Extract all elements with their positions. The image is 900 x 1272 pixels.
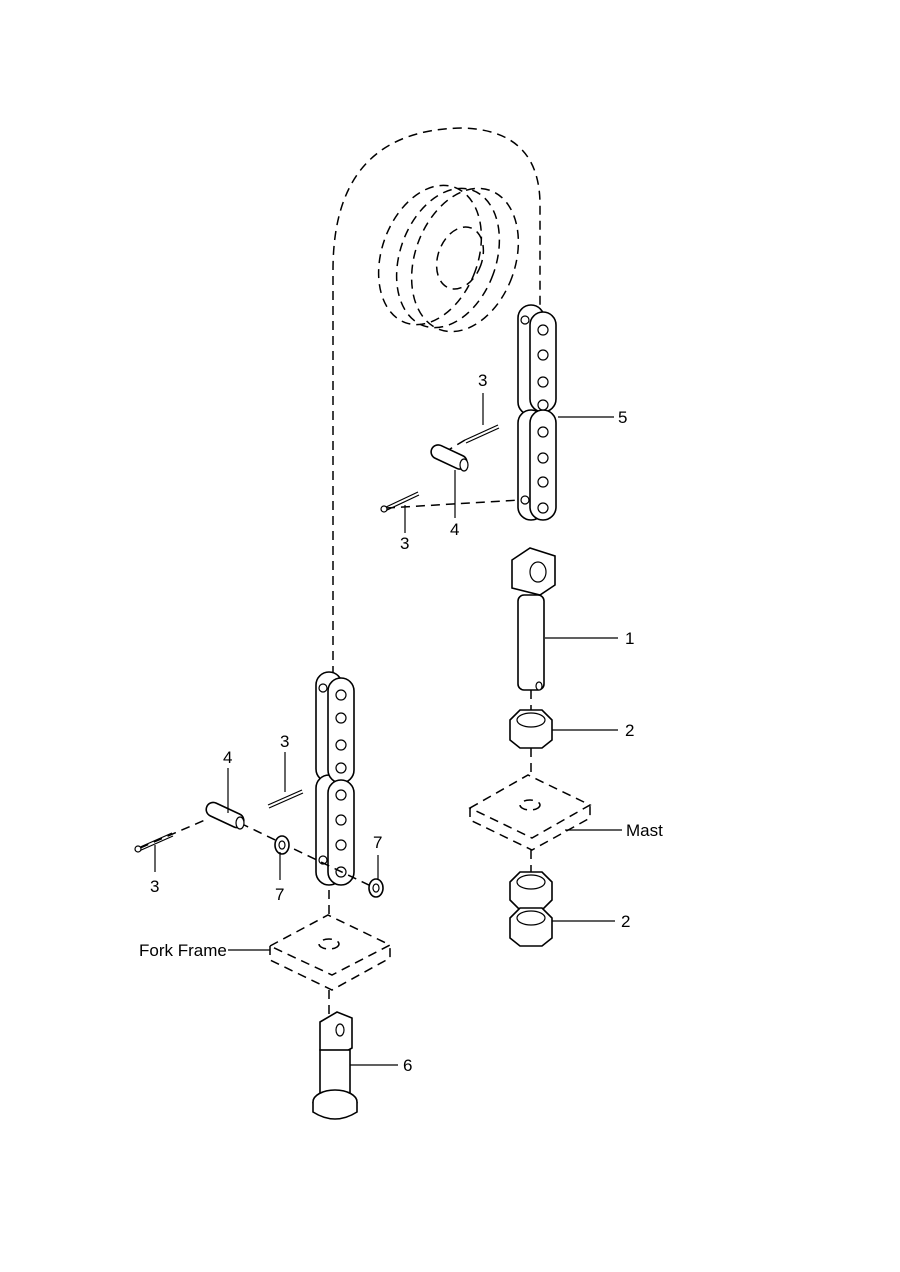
callout-4-upper: 4 <box>450 520 459 539</box>
fork-frame-label: Fork Frame <box>139 941 227 960</box>
nut-upper <box>509 709 553 749</box>
callout-2-upper: 2 <box>625 721 634 740</box>
chain-routing-path <box>332 127 541 690</box>
callout-7-right: 7 <box>373 833 382 852</box>
callout-3-lower-bottom: 3 <box>150 877 159 896</box>
callout-3-upper-bottom: 3 <box>400 534 409 553</box>
callout-5: 5 <box>618 408 627 427</box>
upper-chain <box>517 304 557 521</box>
nut-lower-pair <box>509 871 553 947</box>
upper-pin-assembly <box>380 424 521 513</box>
lower-pin-assembly <box>134 789 384 898</box>
callout-3-lower-top: 3 <box>280 732 289 751</box>
mast-plate <box>468 774 592 851</box>
fork-frame-plate <box>268 914 392 991</box>
leader-lines <box>154 393 622 1066</box>
callout-6: 6 <box>403 1056 412 1075</box>
callout-2-lower: 2 <box>621 912 630 931</box>
callout-7-left: 7 <box>275 885 284 904</box>
callout-4-lower: 4 <box>223 748 232 767</box>
anchor-bolt-fork-frame <box>312 1011 358 1120</box>
lower-chain <box>315 671 355 886</box>
callout-3-upper-top: 3 <box>478 371 487 390</box>
sheave <box>377 184 520 333</box>
anchor-bolt-mast <box>511 547 556 712</box>
callout-1: 1 <box>625 629 634 648</box>
mast-label: Mast <box>626 821 663 840</box>
